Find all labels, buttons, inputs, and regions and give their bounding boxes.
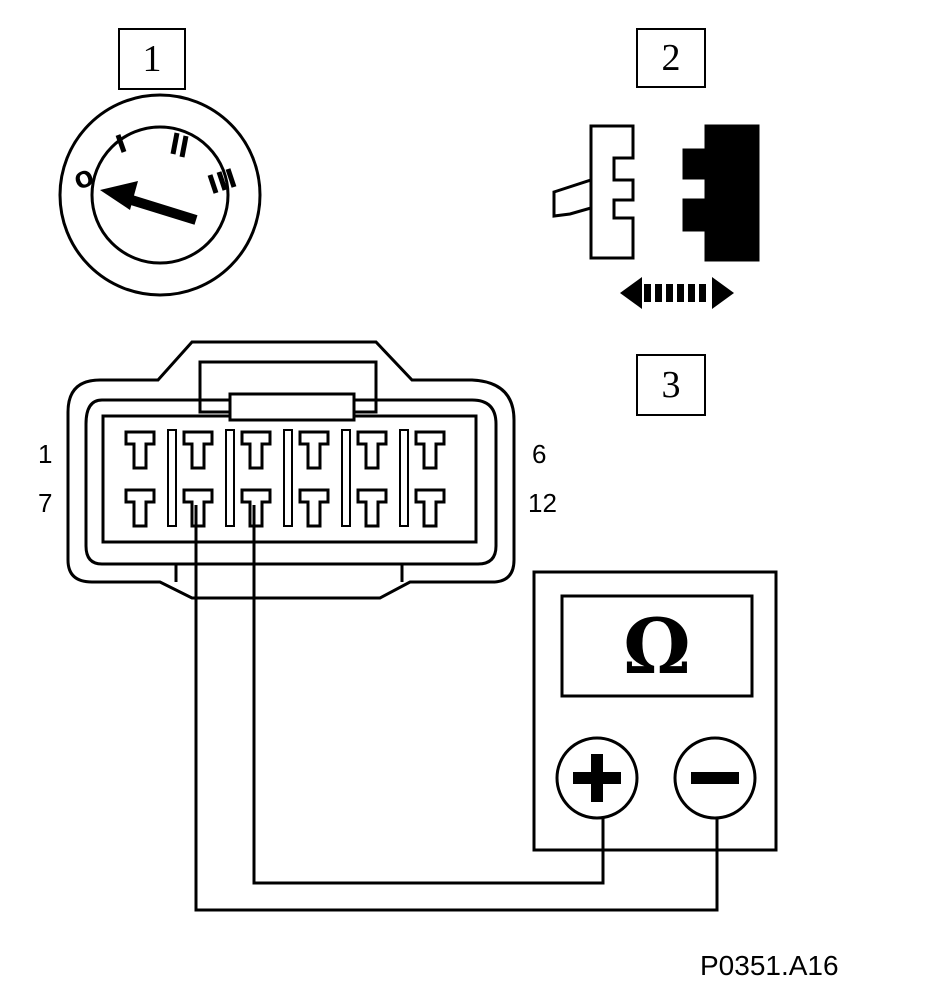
terminal-divider <box>399 429 409 527</box>
connector-disconnect-icon <box>552 124 760 309</box>
svg-text:O: O <box>72 166 98 196</box>
callout-2: 2 <box>636 28 706 88</box>
terminal-4 <box>298 430 330 470</box>
reference-code: P0351.A16 <box>700 950 839 981</box>
terminal-divider <box>341 429 351 527</box>
probe-wires <box>194 505 719 912</box>
terminal-8 <box>182 488 214 528</box>
terminal-9 <box>240 488 272 528</box>
terminal-7 <box>124 488 156 528</box>
terminal-1 <box>124 430 156 470</box>
terminal-divider <box>167 429 177 527</box>
ignition-switch-icon: O <box>58 93 262 297</box>
terminal-5 <box>356 430 388 470</box>
connector-terminals <box>124 429 446 528</box>
callout-1: 1 <box>118 28 186 90</box>
pin-label-1: 1 <box>38 439 53 469</box>
pin-label-6: 6 <box>532 439 547 469</box>
pin-label-12: 12 <box>528 488 557 518</box>
terminal-6 <box>414 430 446 470</box>
ohm-symbol: Ω <box>623 601 691 691</box>
terminal-3 <box>240 430 272 470</box>
terminal-11 <box>356 488 388 528</box>
terminal-divider <box>225 429 235 527</box>
terminal-divider <box>283 429 293 527</box>
terminal-12 <box>414 488 446 528</box>
callout-3: 3 <box>636 354 706 416</box>
terminal-10 <box>298 488 330 528</box>
terminal-2 <box>182 430 214 470</box>
pin-label-7: 7 <box>38 488 53 518</box>
ohmmeter <box>532 570 778 852</box>
